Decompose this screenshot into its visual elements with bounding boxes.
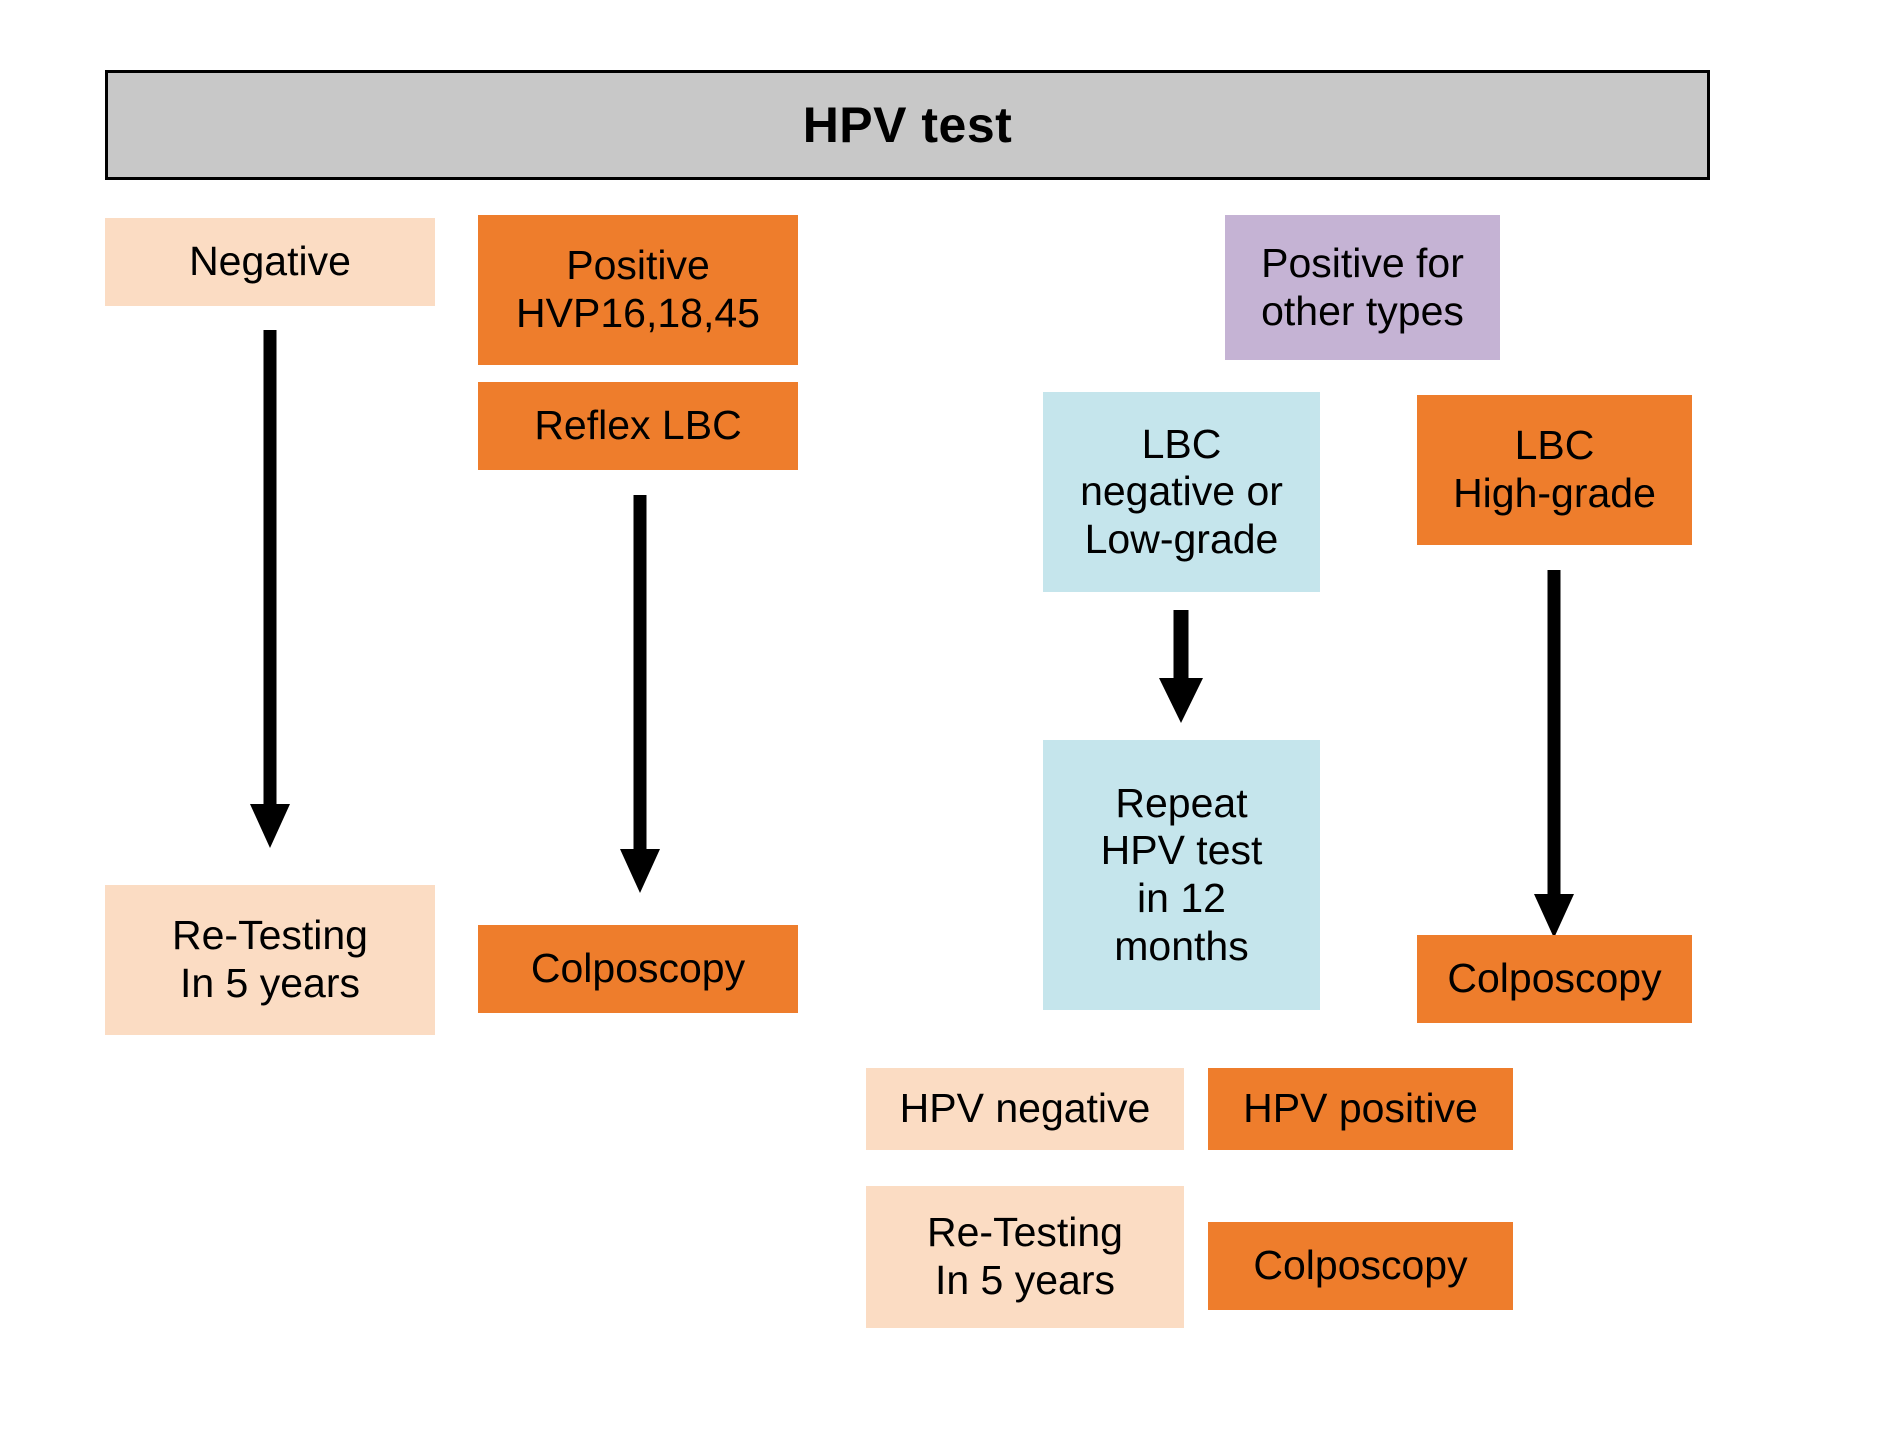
node-positive-other-types: Positive for other types <box>1225 215 1500 360</box>
page-title: HPV test <box>105 70 1710 180</box>
legend-retest-5-years: Re-Testing In 5 years <box>866 1186 1184 1328</box>
node-retest-left: Re-Testing In 5 years <box>105 885 435 1035</box>
legend-hpv-positive: HPV positive <box>1208 1068 1513 1150</box>
arrow-reflex-to-colposcopy <box>618 495 662 895</box>
legend-colposcopy: Colposcopy <box>1208 1222 1513 1310</box>
node-lbc-high-grade: LBC High-grade <box>1417 395 1692 545</box>
arrow-lbc-to-repeat <box>1159 610 1203 725</box>
arrow-negative-to-retest <box>248 330 292 850</box>
node-lbc-negative-or-low-grade: LBC negative or Low-grade <box>1043 392 1320 592</box>
node-repeat-hpv-test: Repeat HPV test in 12 months <box>1043 740 1320 1010</box>
arrow-highgrade-to-colposcopy <box>1532 570 1576 940</box>
node-reflex-lbc: Reflex LBC <box>478 382 798 470</box>
node-negative: Negative <box>105 218 435 306</box>
legend-hpv-negative: HPV negative <box>866 1068 1184 1150</box>
node-positive-hpv-types: Positive HVP16,18,45 <box>478 215 798 365</box>
node-colposcopy-right: Colposcopy <box>1417 935 1692 1023</box>
node-colposcopy-left: Colposcopy <box>478 925 798 1013</box>
